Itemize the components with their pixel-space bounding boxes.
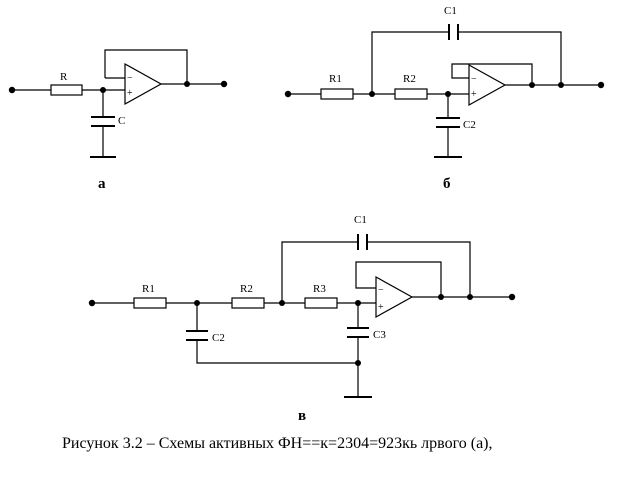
circuit-a-wires <box>12 49 224 158</box>
circuit-c-opamp-plus: + <box>378 302 384 313</box>
circuit-c-output-junction-1 <box>438 294 444 300</box>
circuit-b-resistor-r1 <box>320 88 354 100</box>
circuit-b-junction-c2 <box>445 91 451 97</box>
circuit-a-output-terminal <box>220 80 228 88</box>
circuit-c-input-terminal <box>88 299 96 307</box>
circuit-c-label-c1: C1 <box>354 214 367 226</box>
circuit-b-capacitor-c2 <box>436 117 460 128</box>
circuit-b-output-junction-2 <box>558 82 564 88</box>
circuit-c-ground-junction <box>355 360 361 366</box>
circuit-c-sublabel: в <box>298 408 306 424</box>
circuit-c-resistor-r2 <box>231 297 265 309</box>
circuit-b-sublabel: б <box>443 176 451 192</box>
circuit-c-capacitor-c1 <box>357 234 368 250</box>
circuit-c-opamp-minus: − <box>378 285 384 296</box>
circuit-c-capacitor-c2 <box>186 330 208 341</box>
circuit-c-opamp <box>375 275 414 319</box>
circuit-a-opamp-plus: + <box>127 88 133 99</box>
circuit-c-label-r2: R2 <box>240 283 253 295</box>
circuit-c-resistor-r1 <box>133 297 167 309</box>
circuit-c: R1 R2 R3 C1 C2 C3 − + в <box>88 214 516 424</box>
circuit-c-junction-c1 <box>279 300 285 306</box>
circuit-c-label-r1: R1 <box>142 283 155 295</box>
circuit-c-output-junction-2 <box>467 294 473 300</box>
circuit-b-capacitor-c1 <box>448 24 459 40</box>
circuit-c-output-terminal <box>508 293 516 301</box>
circuit-b-opamp-minus: − <box>471 74 477 85</box>
circuit-c-label-c2: C2 <box>212 332 225 344</box>
circuit-b-input-terminal <box>284 90 292 98</box>
circuit-a-opamp-minus: − <box>127 73 133 84</box>
circuit-b-output-terminal <box>597 81 605 89</box>
circuit-a-output-junction <box>184 81 190 87</box>
circuit-c-label-r3: R3 <box>313 283 326 295</box>
circuit-a-label-c: C <box>118 115 125 127</box>
circuit-b-label-c1: C1 <box>444 5 457 17</box>
circuit-a-resistor-r <box>50 84 83 96</box>
circuit-a: R C − + а <box>8 49 228 192</box>
figure-caption: Рисунок 3.2 – Схемы активных ФН==к=2304=… <box>62 435 493 452</box>
circuit-b: R1 R2 C1 C2 − + б <box>284 5 605 192</box>
circuit-b-label-r1: R1 <box>329 73 342 85</box>
circuit-c-junction-c2 <box>194 300 200 306</box>
circuit-b-junction-r1r2 <box>369 91 375 97</box>
circuit-c-capacitor-c3 <box>347 327 369 338</box>
circuit-a-junction <box>100 87 106 93</box>
circuit-b-output-junction-1 <box>529 82 535 88</box>
circuit-c-wires <box>92 241 512 398</box>
circuit-a-input-terminal <box>8 86 16 94</box>
circuit-a-opamp <box>124 62 163 106</box>
circuit-c-junction-c3 <box>355 300 361 306</box>
circuit-b-label-c2: C2 <box>463 119 476 131</box>
circuit-b-opamp-plus: + <box>471 89 477 100</box>
circuit-c-label-c3: C3 <box>373 329 386 341</box>
circuit-a-sublabel: а <box>98 176 106 192</box>
circuit-c-resistor-r3 <box>304 297 338 309</box>
circuit-b-label-r2: R2 <box>403 73 416 85</box>
circuit-b-resistor-r2 <box>394 88 428 100</box>
circuit-a-label-r: R <box>60 71 68 83</box>
circuit-b-opamp <box>468 63 507 107</box>
circuit-a-capacitor-c <box>91 116 115 127</box>
